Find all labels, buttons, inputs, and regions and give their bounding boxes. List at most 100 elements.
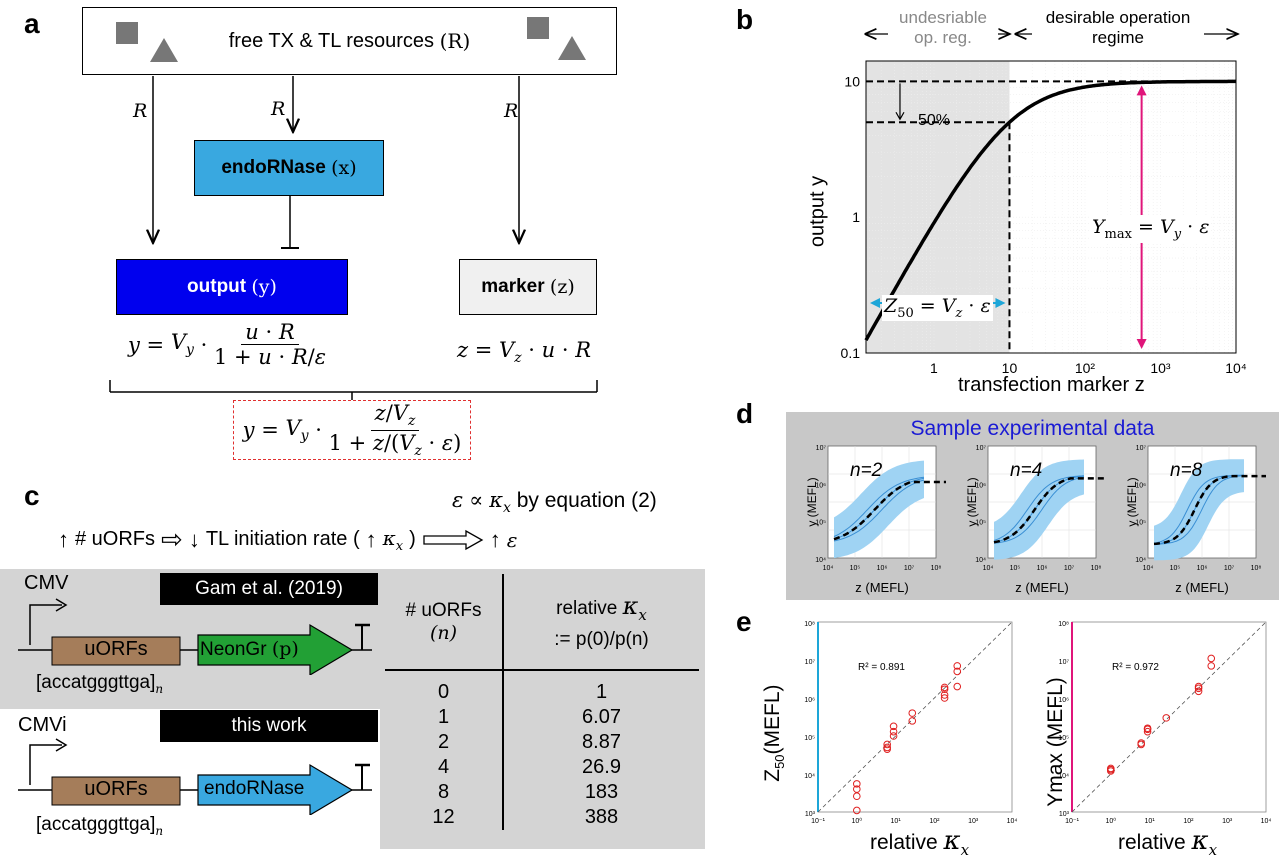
panel-d-letter: d — [736, 398, 754, 429]
y-tick-label: 10 — [844, 73, 860, 89]
table-cell-n: 8 — [385, 780, 504, 805]
panel-e-letter: e — [736, 606, 752, 637]
data-point — [953, 667, 962, 676]
data-point — [1207, 654, 1216, 663]
endornase-arrow-label: endoRNase — [204, 778, 305, 799]
panel-d-title: Sample experimental data — [910, 417, 1155, 440]
ymax-arrowhead-bottom — [1136, 339, 1147, 349]
header-relative: relative — [556, 597, 618, 619]
table-row: 12 388 — [385, 805, 699, 830]
data-point — [1143, 727, 1152, 736]
y-tick: 10⁶ — [804, 697, 815, 704]
header-ratio: := p(0)/p(n) — [554, 629, 649, 651]
z50-equation: Z50 = Vz · ε — [882, 295, 993, 321]
table-cell-kappa: 388 — [584, 806, 619, 828]
mini-y-tick: 10⁵ — [1135, 520, 1146, 527]
square-icon — [116, 22, 138, 44]
construct-2 — [18, 738, 372, 815]
x-tick: 10² — [929, 818, 940, 825]
r-label: R — [133, 100, 148, 122]
y-tick: 10⁸ — [1058, 621, 1069, 628]
y-tick: 10³ — [1059, 811, 1070, 818]
table-cell-n: 12 — [385, 805, 504, 830]
series-line — [1153, 474, 1244, 544]
cmvi-label: CMVi — [18, 714, 67, 736]
data-point — [889, 732, 898, 740]
sequence-sub: n — [155, 823, 164, 838]
z50-arrowhead-left — [870, 298, 880, 308]
data-point — [853, 792, 861, 801]
mini-x-tick: 10⁸ — [1091, 565, 1102, 572]
table-cell-kappa: 183 — [584, 781, 619, 803]
this-work-label: this work — [160, 710, 378, 742]
mini-ylabel: y (MEFL) — [1125, 477, 1139, 526]
mini-x-tick: 10⁴ — [823, 565, 834, 572]
x-tick: 10⁴ — [1261, 818, 1272, 825]
output-var: (y) — [251, 276, 277, 298]
data-point — [853, 785, 861, 793]
mini-x-tick: 10⁷ — [904, 565, 915, 572]
neongr-arrow: NeonGr (p) — [200, 638, 299, 661]
z50-arrowhead-right — [995, 298, 1006, 308]
mini-x-tick: 10⁸ — [1251, 565, 1262, 572]
data-point — [1137, 739, 1145, 747]
marker-equation: z = Vz · u · R — [457, 338, 591, 367]
mini-x-tick: 10⁷ — [1224, 565, 1235, 572]
data-point — [1162, 714, 1171, 722]
mini-x-tick: 10⁵ — [1170, 565, 1181, 572]
combined-equation: y = Vy · z/Vz 1 + z/(Vz · ε) — [233, 400, 471, 460]
endornase-var: (x) — [331, 157, 357, 179]
undesirable-regime-label: undesriable op. reg. — [888, 8, 998, 48]
data-point — [940, 694, 949, 702]
mini-y-tick: 10⁵ — [975, 520, 986, 527]
resources-var: (R) — [439, 29, 471, 53]
table-cell-kappa: 6.07 — [582, 706, 621, 728]
uorfs-box-2: uORFs — [84, 778, 148, 800]
epsilon-line: ε ∝ κx by equation (2) — [452, 488, 657, 517]
data-point — [883, 743, 891, 752]
x-tick: 10³ — [968, 818, 979, 825]
sequence-sub: n — [155, 681, 164, 696]
x-tick: 10³ — [1222, 818, 1233, 825]
endornase-box: endoRNase (x) — [194, 140, 384, 196]
data-point — [1143, 724, 1152, 733]
table-cell-n: 0 — [385, 670, 504, 705]
data-point — [940, 691, 949, 699]
x-tick-label: 10² — [1075, 360, 1096, 375]
mini-x-tick: 10⁶ — [1037, 565, 1048, 572]
mini-xlabel: z (MEFL) — [1015, 580, 1068, 595]
neongr-var: (p) — [271, 638, 299, 660]
data-point — [1107, 765, 1115, 774]
data-point — [908, 709, 917, 717]
cmv-label: CMV — [24, 572, 69, 594]
panel-a-arrows — [109, 76, 598, 400]
y-tick: 10⁶ — [1058, 697, 1069, 704]
data-point — [889, 727, 898, 736]
mini-y-tick: 10⁶ — [1135, 482, 1146, 489]
table-header-n: # uORFs (n) — [385, 574, 504, 671]
mini-y-tick: 10⁶ — [975, 482, 986, 489]
mini-x-tick: 10⁶ — [1197, 565, 1208, 572]
series-line — [1153, 475, 1245, 545]
output-box: output (y) — [116, 259, 348, 315]
x-tick: 10⁻¹ — [1065, 818, 1079, 825]
x-tick: 10¹ — [891, 818, 902, 825]
y-tick: 10⁵ — [1058, 735, 1069, 742]
marker-var: (z) — [549, 276, 575, 298]
panel-e-left-ylabel: Z50(MEFL) — [760, 684, 788, 782]
mini-x-tick: 10⁷ — [1064, 565, 1075, 572]
mini-y-tick: 10⁷ — [1136, 445, 1147, 452]
y-tick-label: 1 — [852, 209, 860, 225]
table-cell-n: 1 — [385, 705, 504, 730]
series-line — [833, 479, 925, 542]
series-line — [993, 476, 1085, 544]
panel-b-xlabel: transfection marker z — [958, 374, 1145, 396]
n-label: n=2 — [850, 460, 883, 481]
y-max-equation: Ymax = Vy · ε — [1090, 215, 1212, 243]
desirable-regime-label: desirable operation regime — [1032, 8, 1204, 48]
